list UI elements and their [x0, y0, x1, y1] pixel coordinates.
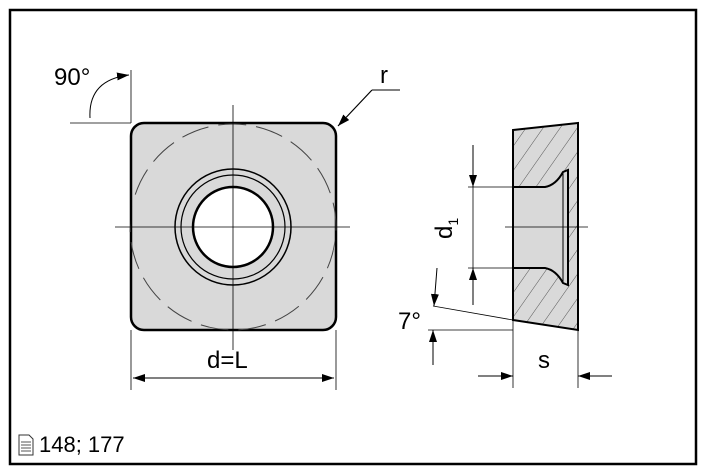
insert-front-view	[115, 105, 350, 350]
page-reference-text: 148; 177	[39, 432, 125, 457]
diameter-label: d=L	[207, 347, 248, 374]
angle-7-label: 7°	[398, 308, 421, 335]
d1-subscript: 1	[444, 217, 461, 226]
frame	[8, 8, 698, 466]
thickness-label: s	[538, 347, 550, 374]
radius-label: r	[380, 62, 388, 89]
angle-arrow	[89, 72, 130, 119]
document-icon	[18, 434, 34, 456]
d1-main: d	[431, 225, 459, 239]
page-reference: 148; 177	[18, 432, 125, 458]
radius-leader	[337, 89, 373, 127]
angle-90-label: 90°	[54, 64, 91, 91]
d1-label: d1	[431, 217, 461, 239]
insert-side-view	[505, 121, 588, 332]
